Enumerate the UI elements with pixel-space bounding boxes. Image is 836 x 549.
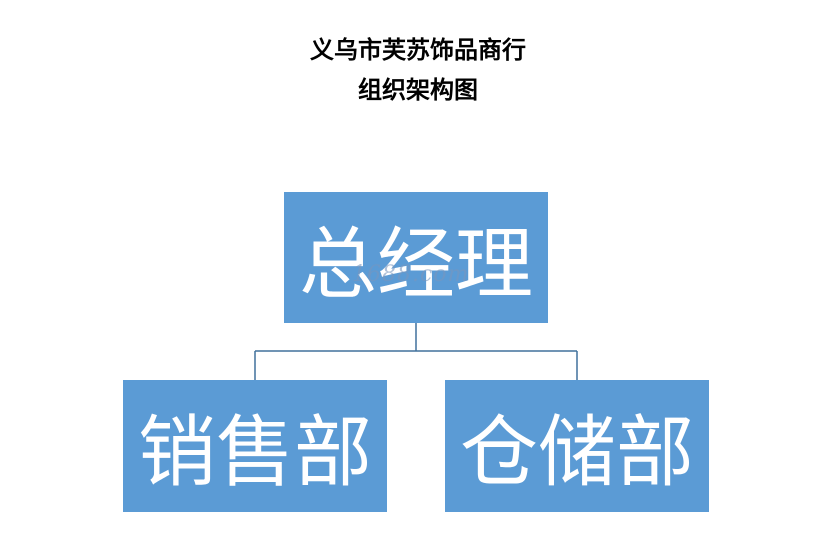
chart-subtitle: 组织架构图 (358, 76, 478, 104)
node-warehouse-department-label: 仓储部 (459, 408, 694, 498)
chart-title: 义乌市芙苏饰品商行 (310, 36, 526, 64)
node-sales-department: 销售部 (123, 380, 387, 512)
node-sales-department-label: 销售部 (137, 408, 372, 498)
node-general-manager-label: 总经理 (298, 219, 533, 310)
node-general-manager: 总经理 (284, 192, 548, 323)
node-warehouse-department: 仓储部 (445, 380, 709, 512)
